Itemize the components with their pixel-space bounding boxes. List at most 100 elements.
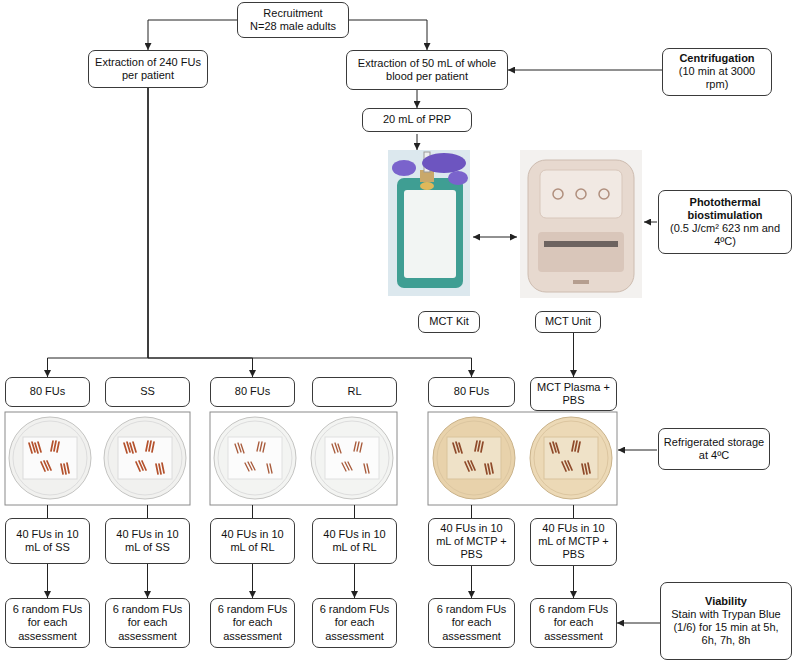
node-text: 40 FUs in 10 mL of SS	[110, 528, 185, 554]
device-drawer	[538, 232, 624, 272]
node-text: Stain with Trypan Blue (1/6) for 15 min …	[665, 608, 787, 648]
process-box: 6 random FUs for each assessment	[105, 598, 190, 648]
step-note-box: Centrifugation(10 min at 3000 rpm)	[662, 48, 772, 96]
photo-link-line	[147, 505, 148, 518]
connector-arrow	[354, 564, 355, 598]
node-text: SS	[140, 385, 155, 398]
plasma-drop	[420, 182, 434, 190]
node-text: 40 FUs in 10 mL of RL	[215, 528, 290, 554]
connector-arrow	[148, 88, 253, 377]
connector-arrow	[417, 90, 418, 108]
gloved-hand	[392, 160, 416, 176]
dish-content	[447, 437, 501, 479]
device-logo	[573, 280, 589, 284]
connector-arrow	[148, 20, 237, 50]
petri-dish	[530, 417, 612, 499]
group-label-box: RL	[312, 377, 397, 407]
node-text: 6 random FUs for each assessment	[215, 603, 290, 643]
process-box: 40 FUs in 10 mL of MCTP + PBS	[428, 518, 515, 566]
process-box: 6 random FUs for each assessment	[210, 598, 295, 648]
mct-unit-photo	[520, 150, 642, 298]
node-text: (0.5 J/cm² 623 nm and 4ºC)	[663, 222, 787, 248]
node-text: 20 mL of PRP	[383, 113, 451, 126]
photo-frame	[428, 412, 617, 505]
photo-link-line	[471, 505, 472, 518]
dish-content	[325, 437, 379, 479]
node-text: Recruitment	[263, 7, 322, 20]
start-box: RecruitmentN=28 male adults	[237, 2, 349, 38]
dish-content	[118, 437, 172, 479]
photo-link-line	[573, 505, 574, 518]
petri-dish	[214, 417, 296, 499]
node-text: Extraction of 240 FUs per patient	[93, 56, 203, 82]
node-text: MCT Kit	[429, 315, 469, 328]
node-text: 80 FUs	[235, 385, 270, 398]
photo-background	[520, 150, 642, 298]
dish-photo-rl	[210, 412, 397, 505]
gloved-hand	[448, 171, 468, 185]
petri-dish-rim	[534, 421, 608, 495]
node-text: 40 FUs in 10 mL of MCTP + PBS	[433, 522, 510, 562]
kit-bag-window	[404, 190, 456, 278]
label-box: MCT Unit	[535, 311, 601, 333]
node-text: N=28 male adults	[250, 20, 336, 33]
dish-content	[544, 437, 598, 479]
node-text: MCT Unit	[545, 315, 591, 328]
connector-arrow	[471, 566, 472, 598]
dish-photo-ss	[5, 412, 190, 505]
screen-icon	[576, 189, 586, 199]
connector-arrow	[252, 564, 253, 598]
node-text: RL	[347, 385, 361, 398]
node-heading: Photothermal biostimulation	[663, 196, 787, 222]
node-text: 6 random FUs for each assessment	[10, 603, 85, 643]
node-text: 80 FUs	[454, 385, 489, 398]
group-label-box: SS	[105, 377, 190, 407]
process-box: Extraction of 240 FUs per patient	[88, 50, 208, 88]
photo-frame	[210, 412, 397, 505]
process-box: 40 FUs in 10 mL of MCTP + PBS	[530, 518, 617, 566]
petri-dish	[433, 417, 515, 499]
arrow-to-dishes	[618, 450, 657, 451]
process-box: 6 random FUs for each assessment	[312, 598, 397, 648]
photo-link-line	[47, 505, 48, 518]
process-box: 40 FUs in 10 mL of SS	[105, 518, 190, 564]
photo-frame	[5, 412, 190, 505]
photo-link-line	[252, 505, 253, 518]
step-note-box: Refrigerated storage at 4ºC	[658, 428, 770, 470]
group-label-box: 80 FUs	[428, 377, 515, 407]
node-text: Extraction of 50 mL of whole blood per p…	[351, 57, 503, 83]
group-label-box: MCT Plasma + PBS	[530, 377, 617, 411]
process-box: 6 random FUs for each assessment	[5, 598, 90, 648]
connector-arrow	[573, 333, 574, 377]
petri-dish	[104, 417, 186, 499]
device-slot	[544, 241, 618, 247]
petri-dish	[311, 417, 393, 499]
node-text: 40 FUs in 10 mL of MCTP + PBS	[535, 522, 612, 562]
connector-arrow	[573, 566, 574, 598]
petri-dish-rim	[315, 421, 389, 495]
process-box: 6 random FUs for each assessment	[428, 598, 515, 648]
node-text: 6 random FUs for each assessment	[110, 603, 185, 643]
group-label-box: 80 FUs	[5, 377, 90, 407]
process-box: Extraction of 50 mL of whole blood per p…	[346, 50, 508, 90]
kit-bag	[397, 178, 463, 288]
node-text: 40 FUs in 10 mL of SS	[10, 528, 85, 554]
process-box: 40 FUs in 10 mL of RL	[312, 518, 397, 564]
petri-dish-rim	[437, 421, 511, 495]
step-note-box: ViabilityStain with Trypan Blue (1/6) fo…	[660, 582, 792, 660]
node-text: 6 random FUs for each assessment	[535, 603, 612, 643]
device-body	[528, 160, 634, 292]
arrow-to-kit	[417, 134, 418, 150]
gloved-hand	[422, 153, 466, 173]
node-text: 40 FUs in 10 mL of RL	[317, 528, 392, 554]
connector-arrow	[148, 88, 472, 377]
connector-arrow	[47, 564, 48, 598]
node-heading: Centrifugation	[679, 52, 754, 65]
connector-arrow	[508, 70, 662, 71]
connector-layer	[48, 20, 663, 623]
node-heading: Viability	[705, 595, 747, 608]
mct-kit-photo	[388, 150, 470, 296]
process-box: 40 FUs in 10 mL of RL	[210, 518, 295, 564]
